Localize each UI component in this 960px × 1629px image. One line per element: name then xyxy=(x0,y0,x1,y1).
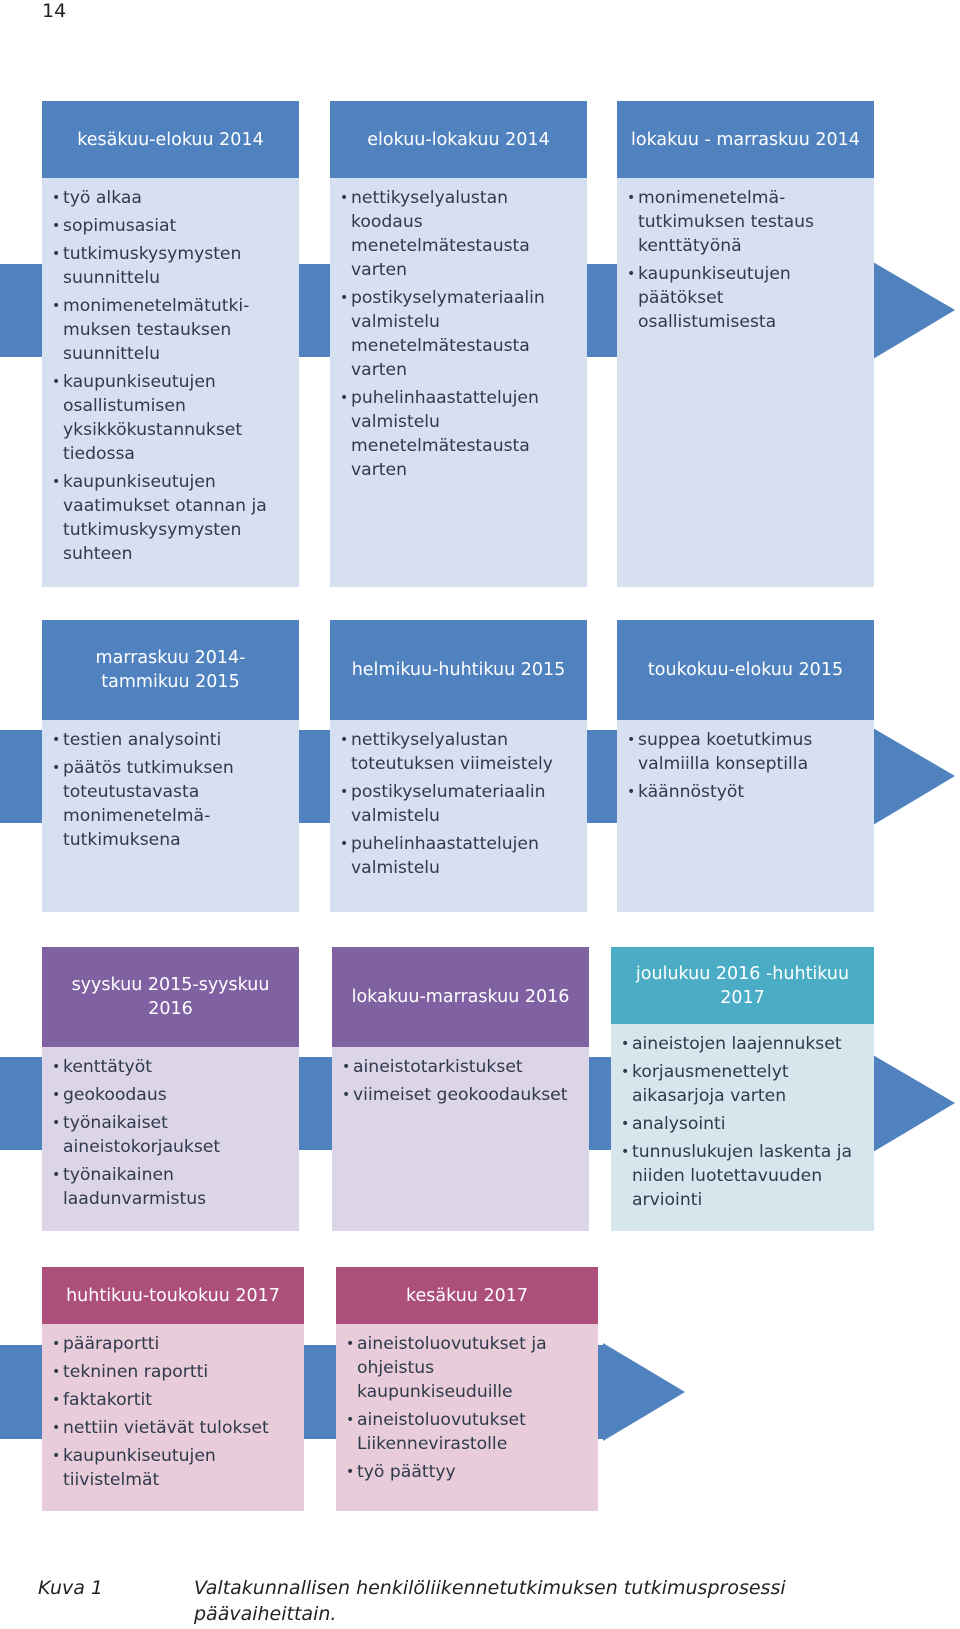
list-item: faktakortit xyxy=(52,1388,294,1412)
phase-title: kesäkuu 2017 xyxy=(336,1267,598,1324)
list-item: pääraportti xyxy=(52,1332,294,1356)
phase-body: työ alkaa sopimusasiat tutkimuskysymyste… xyxy=(42,178,299,587)
list-item: työ alkaa xyxy=(52,186,289,210)
phase-body: aineistojen laajennukset korjausmenettel… xyxy=(611,1024,874,1231)
phase-body: kenttätyöt geokoodaus työnaikaiset ainei… xyxy=(42,1047,299,1231)
phase-title: syyskuu 2015-syyskuu 2016 xyxy=(42,947,299,1047)
phase-items: monimenetelmä-tutkimuksen testaus kenttä… xyxy=(627,186,864,334)
phase-items: pääraportti tekninen raportti faktakorti… xyxy=(52,1332,294,1492)
phase-card: kesäkuu-elokuu 2014 työ alkaa sopimusasi… xyxy=(42,101,299,587)
phase-items: nettikyselyalustan toteutuksen viimeiste… xyxy=(340,728,577,880)
list-item: tunnuslukujen laskenta ja niiden luotett… xyxy=(621,1140,864,1212)
phase-card: marraskuu 2014-tammikuu 2015 testien ana… xyxy=(42,620,299,912)
list-item: kaupunkiseutujen päätökset osallistumise… xyxy=(627,262,864,334)
list-item: työnaikainen laadunvarmistus xyxy=(52,1163,289,1211)
phase-card: syyskuu 2015-syyskuu 2016 kenttätyöt geo… xyxy=(42,947,299,1231)
list-item: päätös tutkimuksen toteutustavasta monim… xyxy=(52,756,289,852)
list-item: testien analysointi xyxy=(52,728,289,752)
phase-body: pääraportti tekninen raportti faktakorti… xyxy=(42,1324,304,1511)
phase-card: lokakuu-marraskuu 2016 aineistotarkistuk… xyxy=(332,947,589,1231)
phase-items: aineistotarkistukset viimeiset geokoodau… xyxy=(342,1055,579,1107)
phase-card: lokakuu - marraskuu 2014 monimenetelmä-t… xyxy=(617,101,874,587)
list-item: suppea koetutkimus valmiilla konseptilla xyxy=(627,728,864,776)
phase-title: lokakuu - marraskuu 2014 xyxy=(617,101,874,178)
phase-title: kesäkuu-elokuu 2014 xyxy=(42,101,299,178)
list-item: korjausmenettelyt aikasarjoja varten xyxy=(621,1060,864,1108)
list-item: aineistotarkistukset xyxy=(342,1055,579,1079)
phase-items: työ alkaa sopimusasiat tutkimuskysymyste… xyxy=(52,186,289,566)
phase-title: joulukuu 2016 -huhtikuu 2017 xyxy=(611,947,874,1024)
list-item: kaupunkiseutujen tiivistelmät xyxy=(52,1444,294,1492)
phase-items: aineistojen laajennukset korjausmenettel… xyxy=(621,1032,864,1212)
list-item: aineistojen laajennukset xyxy=(621,1032,864,1056)
list-item: monimenetelmä-tutkimuksen testaus kenttä… xyxy=(627,186,864,258)
phase-items: testien analysointi päätös tutkimuksen t… xyxy=(52,728,289,852)
phase-title: marraskuu 2014-tammikuu 2015 xyxy=(42,620,299,720)
timeline-row-4: huhtikuu-toukokuu 2017 pääraportti tekni… xyxy=(0,1267,960,1511)
list-item: kenttätyöt xyxy=(52,1055,289,1079)
caption-label: Kuva 1 xyxy=(38,1577,104,1599)
list-item: monimenetelmätutki-muksen testauksen suu… xyxy=(52,294,289,366)
page-number: 14 xyxy=(42,0,67,22)
list-item: puhelinhaastattelujen valmistelu xyxy=(340,832,577,880)
phase-body: nettikyselyalustan koodaus menetelmätest… xyxy=(330,178,587,587)
phase-card: helmikuu-huhtikuu 2015 nettikyselyalusta… xyxy=(330,620,587,912)
phase-title: elokuu-lokakuu 2014 xyxy=(330,101,587,178)
list-item: kaupunkiseutujen osallistumisen yksikkök… xyxy=(52,370,289,466)
phase-card: joulukuu 2016 -huhtikuu 2017 aineistojen… xyxy=(611,947,874,1231)
list-item: käännöstyöt xyxy=(627,780,864,804)
list-item: sopimusasiat xyxy=(52,214,289,238)
caption-text: Valtakunnallisen henkilöliikennetutkimuk… xyxy=(194,1577,786,1625)
list-item: geokoodaus xyxy=(52,1083,289,1107)
list-item: tekninen raportti xyxy=(52,1360,294,1384)
phase-body: monimenetelmä-tutkimuksen testaus kenttä… xyxy=(617,178,874,587)
phase-items: aineistoluovutukset ja ohjeistus kaupunk… xyxy=(346,1332,588,1484)
list-item: tutkimuskysymysten suunnittelu xyxy=(52,242,289,290)
phase-title: toukokuu-elokuu 2015 xyxy=(617,620,874,720)
list-item: työ päättyy xyxy=(346,1460,588,1484)
list-item: kaupunkiseutujen vaatimukset otannan ja … xyxy=(52,470,289,566)
list-item: analysointi xyxy=(621,1112,864,1136)
phase-items: suppea koetutkimus valmiilla konseptilla… xyxy=(627,728,864,804)
phase-body: aineistoluovutukset ja ohjeistus kaupunk… xyxy=(336,1324,598,1511)
phase-title: lokakuu-marraskuu 2016 xyxy=(332,947,589,1047)
list-item: postikyselymateriaalin valmistelu menete… xyxy=(340,286,577,382)
phase-items: nettikyselyalustan koodaus menetelmätest… xyxy=(340,186,577,482)
list-item: aineistoluovutukset ja ohjeistus kaupunk… xyxy=(346,1332,588,1404)
list-item: nettikyselyalustan toteutuksen viimeiste… xyxy=(340,728,577,776)
list-item: aineistoluovutukset Liikennevirastolle xyxy=(346,1408,588,1456)
phase-title: huhtikuu-toukokuu 2017 xyxy=(42,1267,304,1324)
list-item: nettiin vietävät tulokset xyxy=(52,1416,294,1440)
phase-card: toukokuu-elokuu 2015 suppea koetutkimus … xyxy=(617,620,874,912)
phase-body: suppea koetutkimus valmiilla konseptilla… xyxy=(617,720,874,912)
timeline-row-2: marraskuu 2014-tammikuu 2015 testien ana… xyxy=(0,620,960,912)
list-item: nettikyselyalustan koodaus menetelmätest… xyxy=(340,186,577,282)
list-item: puhelinhaastattelujen valmistelu menetel… xyxy=(340,386,577,482)
phase-card: elokuu-lokakuu 2014 nettikyselyalustan k… xyxy=(330,101,587,587)
phase-items: kenttätyöt geokoodaus työnaikaiset ainei… xyxy=(52,1055,289,1211)
list-item: työnaikaiset aineistokorjaukset xyxy=(52,1111,289,1159)
phase-card: kesäkuu 2017 aineistoluovutukset ja ohje… xyxy=(336,1267,598,1511)
list-item: viimeiset geokoodaukset xyxy=(342,1083,579,1107)
phase-body: testien analysointi päätös tutkimuksen t… xyxy=(42,720,299,912)
phase-title: helmikuu-huhtikuu 2015 xyxy=(330,620,587,720)
phase-card: huhtikuu-toukokuu 2017 pääraportti tekni… xyxy=(42,1267,304,1511)
list-item: postikyselumateriaalin valmistelu xyxy=(340,780,577,828)
phase-body: aineistotarkistukset viimeiset geokoodau… xyxy=(332,1047,589,1231)
phase-body: nettikyselyalustan toteutuksen viimeiste… xyxy=(330,720,587,912)
timeline-row-1: kesäkuu-elokuu 2014 työ alkaa sopimusasi… xyxy=(0,101,960,587)
timeline-row-3: syyskuu 2015-syyskuu 2016 kenttätyöt geo… xyxy=(0,947,960,1231)
